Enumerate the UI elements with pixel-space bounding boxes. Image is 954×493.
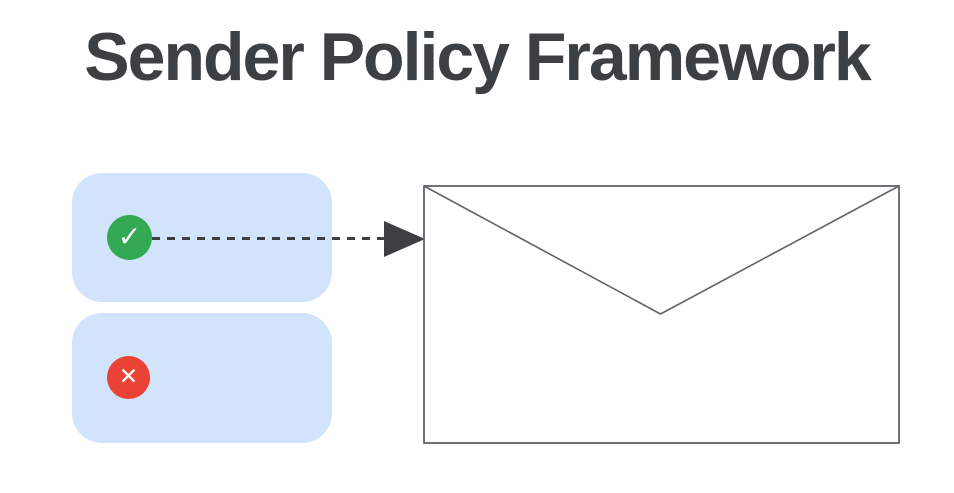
envelope-icon	[423, 185, 900, 444]
sender-fail-box: ✕	[72, 313, 332, 443]
check-icon: ✓	[107, 215, 152, 260]
dashed-arrow-line	[152, 237, 384, 240]
check-glyph: ✓	[117, 219, 142, 253]
x-glyph: ✕	[118, 364, 139, 390]
page-title: Sender Policy Framework	[84, 19, 871, 95]
arrowhead-icon	[384, 221, 425, 257]
x-icon: ✕	[107, 356, 150, 399]
